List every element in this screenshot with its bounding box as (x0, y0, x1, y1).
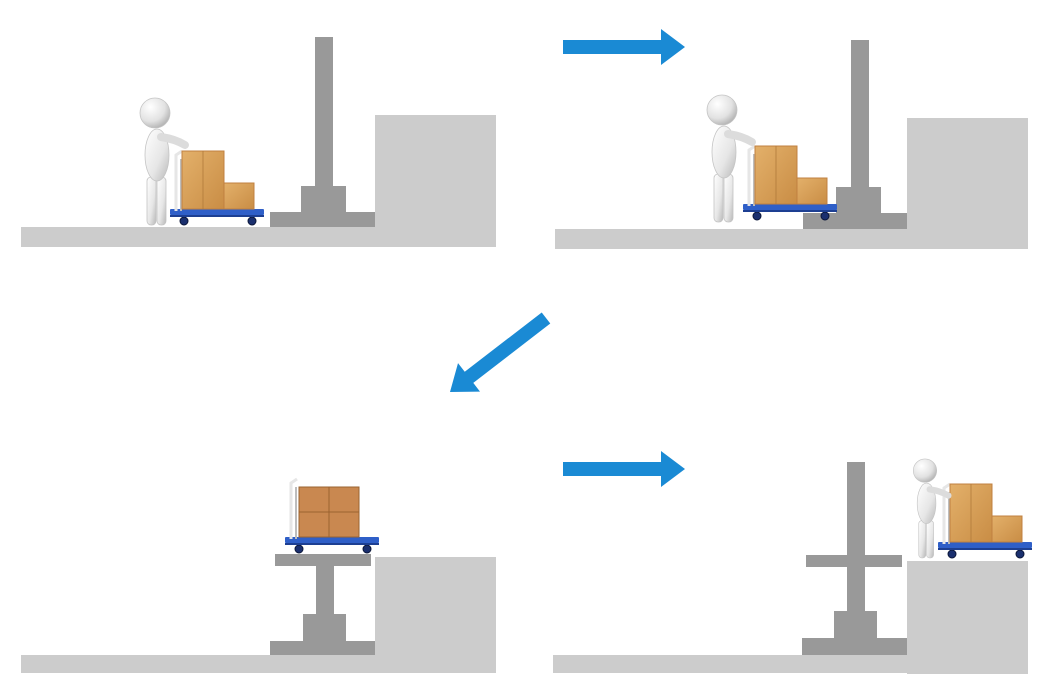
lift-column (315, 37, 333, 187)
hand-cart (285, 477, 379, 554)
small-box (991, 515, 1023, 543)
lift-base-upper (301, 186, 346, 213)
person-arm (926, 486, 952, 499)
lift-column (851, 40, 869, 188)
cart-wheel (752, 211, 762, 221)
hand-cart (743, 144, 837, 221)
panel-raise (21, 477, 496, 673)
loading-platform (375, 115, 496, 227)
cart-wheel (1015, 549, 1025, 559)
cart-deck (938, 542, 1032, 548)
lift-table-top (270, 212, 375, 227)
lift-column (316, 566, 334, 616)
cart-deck-edge (285, 543, 379, 545)
person-torso (144, 128, 170, 182)
lift-base (802, 638, 907, 655)
cart-handle (747, 144, 756, 206)
person-head (139, 97, 171, 129)
lift-base-upper (834, 611, 877, 639)
cart-wheel (179, 216, 189, 226)
loading-platform (907, 118, 1028, 229)
arrow-right-icon (563, 29, 685, 65)
cart-deck-edge (170, 215, 264, 217)
cart-deck (170, 209, 264, 215)
person-torso (916, 482, 937, 524)
person-head (706, 94, 738, 126)
lift-base-upper (836, 187, 881, 214)
loading-platform (907, 561, 1028, 674)
ground-floor (21, 655, 496, 673)
person-figure (912, 458, 952, 559)
panel-approach (21, 37, 496, 247)
panel-board (555, 40, 1028, 249)
cart-wheel (947, 549, 957, 559)
lift-table-top (806, 555, 902, 567)
cart-wheel (820, 211, 830, 221)
hand-cart (170, 149, 264, 226)
cart-handle (174, 149, 183, 211)
cart-deck (285, 537, 379, 543)
person-figure (139, 97, 189, 226)
cart-wheel (247, 216, 257, 226)
person-figure (706, 94, 756, 223)
lift-column (847, 462, 865, 612)
cart-deck (743, 204, 837, 210)
small-box (223, 182, 255, 210)
person-torso (711, 125, 737, 179)
panel-unload (553, 458, 1032, 674)
person-leg (926, 520, 934, 559)
lift-base (270, 641, 375, 655)
lift-table-top (275, 554, 371, 566)
person-leg (723, 173, 734, 223)
cart-handle (942, 482, 951, 544)
hand-cart (938, 482, 1032, 559)
arrow-right-icon (563, 451, 685, 487)
cart-wheel (362, 544, 372, 554)
cart-wheel (294, 544, 304, 554)
lift-base-upper (303, 614, 346, 642)
person-arm (157, 133, 189, 149)
cart-deck-edge (743, 210, 837, 212)
ground-floor (555, 229, 1028, 249)
cart-handle (289, 477, 298, 539)
person-leg (146, 176, 157, 226)
person-arm (724, 130, 756, 146)
person-leg (713, 173, 724, 223)
diagram-layer (21, 29, 1032, 674)
person-leg (156, 176, 167, 226)
person-leg (918, 520, 927, 559)
ground-floor (21, 227, 496, 247)
small-box (796, 177, 828, 205)
person-head (912, 458, 938, 483)
lift-table-top (803, 213, 907, 229)
cart-deck-edge (938, 548, 1032, 550)
loading-platform (375, 557, 496, 655)
arrow-down-left-icon (450, 312, 551, 392)
